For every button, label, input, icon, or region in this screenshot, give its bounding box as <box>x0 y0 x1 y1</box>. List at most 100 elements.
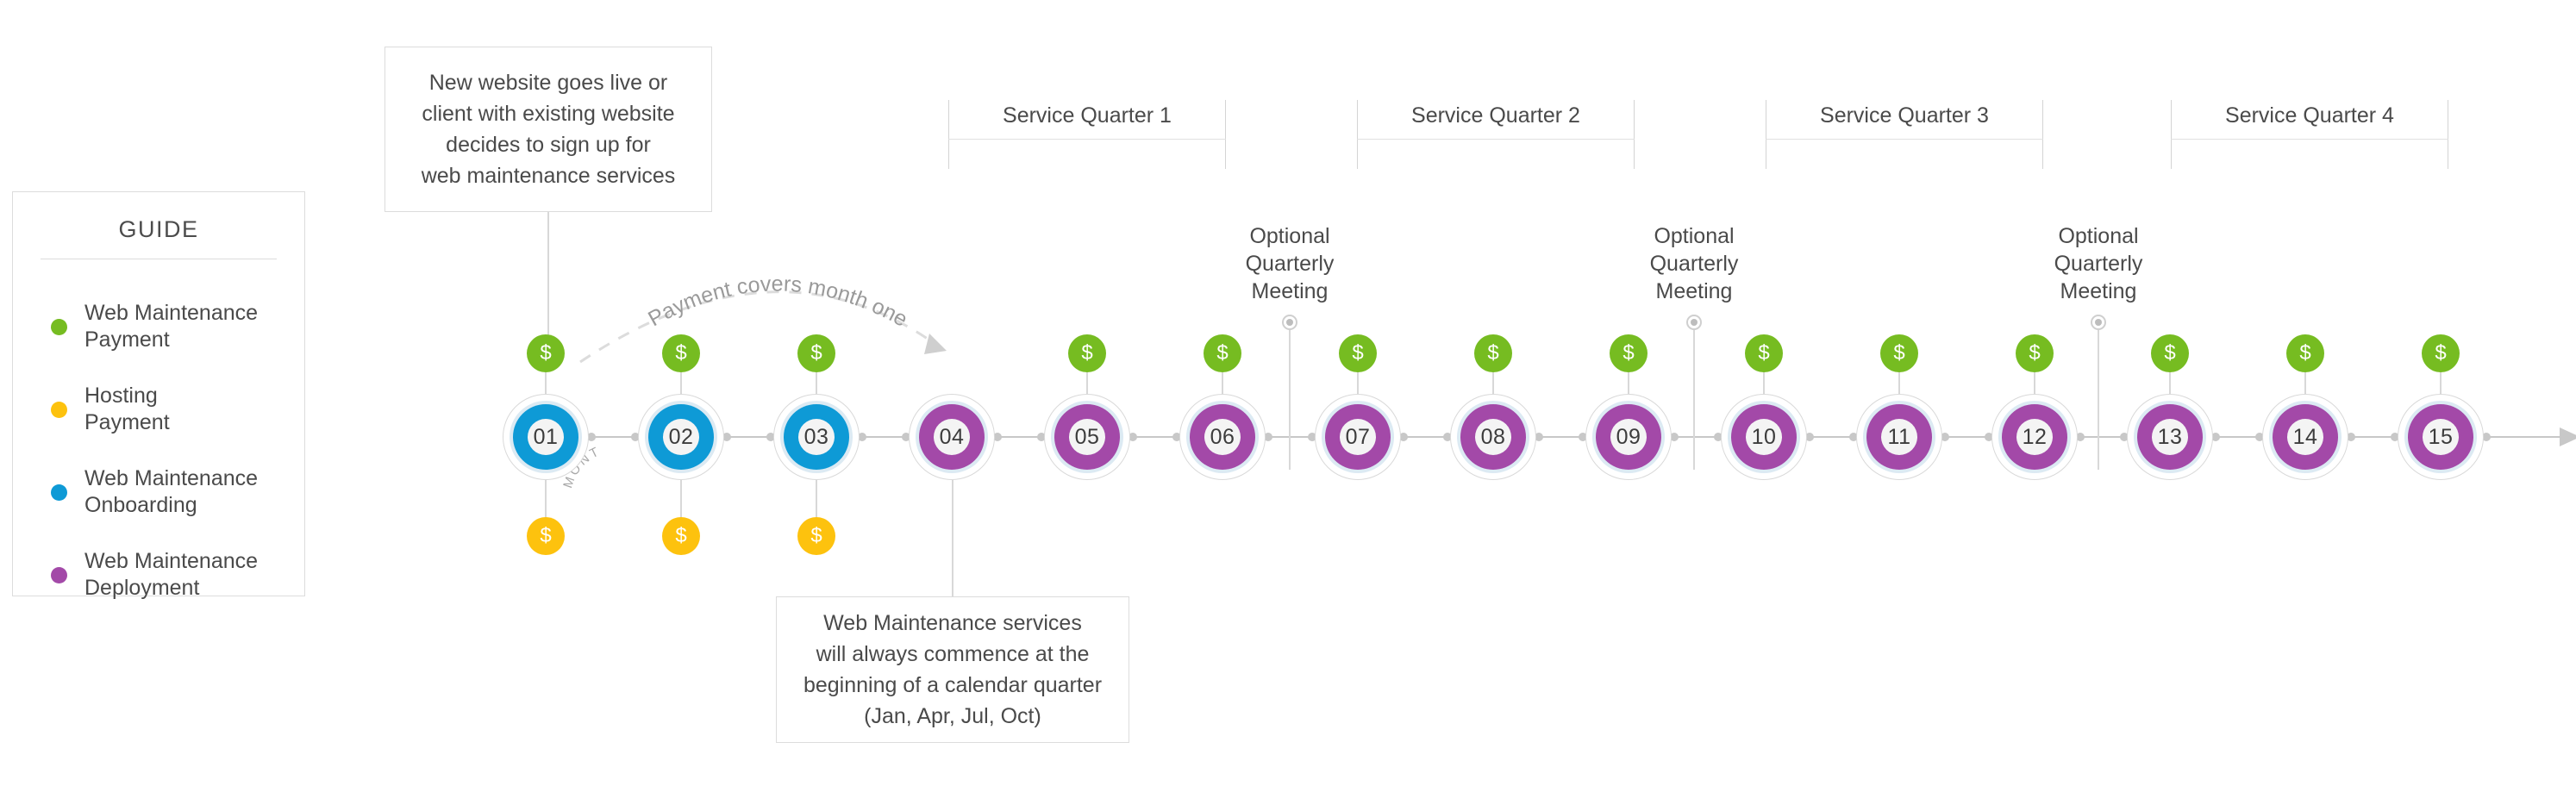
guide-item-label: Hosting Payment <box>84 384 170 434</box>
quarter-label: Service Quarter 2 <box>1411 103 1580 128</box>
dollar-icon: $ <box>1623 341 1635 365</box>
dollar-icon: $ <box>810 524 822 547</box>
node-core: 14 <box>2287 419 2323 455</box>
dollar-icon: $ <box>2299 341 2311 365</box>
quarter-bracket-left <box>2171 100 2172 169</box>
guide-item-web-maintenance-payment: Web Maintenance Payment <box>13 285 304 368</box>
quarter-bracket-left <box>948 100 949 169</box>
month-number: 08 <box>1480 424 1506 449</box>
quarter-bracket-left <box>1357 100 1358 169</box>
node-core: 05 <box>1069 419 1105 455</box>
callout-top-text: New website goes live or client with exi… <box>421 71 676 188</box>
node-core: 15 <box>2423 419 2459 455</box>
month-number: 12 <box>2022 424 2048 449</box>
month-number: 10 <box>1751 424 1777 449</box>
callout-new-website: New website goes live or client with exi… <box>385 47 712 212</box>
quarter-underline <box>948 139 1226 140</box>
maintenance-payment-badge-11[interactable]: $ <box>1880 334 1918 372</box>
month-number: 03 <box>803 424 829 449</box>
quarter-underline <box>1766 139 2043 140</box>
dollar-icon: $ <box>540 341 552 365</box>
month-node-06[interactable]: 06 <box>1179 394 1266 480</box>
dollar-icon: $ <box>2029 341 2041 365</box>
maintenance-payment-badge-05[interactable]: $ <box>1068 334 1106 372</box>
maintenance-payment-badge-14[interactable]: $ <box>2286 334 2324 372</box>
month-node-01[interactable]: 01 <box>503 394 589 480</box>
maintenance-payment-badge-02[interactable]: $ <box>662 334 700 372</box>
maintenance-payment-badge-06[interactable]: $ <box>1204 334 1241 372</box>
guide-item-web-maintenance-deployment: Web Maintenance Deployment <box>13 533 304 616</box>
month-node-03[interactable]: 03 <box>773 394 860 480</box>
month-number: 05 <box>1074 424 1100 449</box>
quarter-label: Service Quarter 1 <box>1003 103 1172 128</box>
month-number: 14 <box>2292 424 2318 449</box>
month-number: 06 <box>1210 424 1235 449</box>
meeting-marker-dot-1[interactable] <box>1282 315 1297 330</box>
maintenance-payment-badge-09[interactable]: $ <box>1610 334 1648 372</box>
month-number: 11 <box>1887 424 1911 449</box>
month-number: 02 <box>668 424 694 449</box>
dollar-icon: $ <box>540 524 552 547</box>
maintenance-payment-badge-15[interactable]: $ <box>2422 334 2460 372</box>
hosting-payment-badge-02[interactable]: $ <box>662 517 700 555</box>
node-core: 03 <box>798 419 835 455</box>
guide-item-web-maintenance-onboarding: Web Maintenance Onboarding <box>13 451 304 533</box>
dollar-icon: $ <box>810 341 822 365</box>
month-node-07[interactable]: 07 <box>1315 394 1401 480</box>
month-number: 01 <box>533 424 559 449</box>
quarter-underline <box>2171 139 2448 140</box>
node-core: 13 <box>2152 419 2188 455</box>
month-node-02[interactable]: 02 <box>638 394 724 480</box>
maintenance-payment-badge-13[interactable]: $ <box>2151 334 2189 372</box>
maintenance-payment-badge-07[interactable]: $ <box>1339 334 1377 372</box>
month-node-12[interactable]: 12 <box>1991 394 2078 480</box>
guide-title: GUIDE <box>118 216 199 242</box>
node-core: 10 <box>1746 419 1782 455</box>
service-quarter-1: Service Quarter 1 <box>948 100 1226 169</box>
month-node-04[interactable]: 04 <box>909 394 995 480</box>
maintenance-payment-badge-12[interactable]: $ <box>2016 334 2054 372</box>
month-node-09[interactable]: 09 <box>1585 394 1672 480</box>
optional-quarterly-meeting-label-2: Optional Quarterly Meeting <box>1649 224 1739 303</box>
maintenance-payment-badge-10[interactable]: $ <box>1745 334 1783 372</box>
node-core: 06 <box>1204 419 1241 455</box>
node-core: 07 <box>1340 419 1376 455</box>
node-core: 01 <box>528 419 564 455</box>
month-number: 15 <box>2428 424 2454 449</box>
month-node-10[interactable]: 10 <box>1721 394 1807 480</box>
node-core: 11 <box>1881 419 1917 455</box>
quarter-underline <box>1357 139 1635 140</box>
guide-color-dot-hosting-payment <box>51 401 67 418</box>
dollar-icon: $ <box>2164 341 2176 365</box>
meeting-marker-dot-2[interactable] <box>1686 315 1702 330</box>
node-core: 09 <box>1610 419 1647 455</box>
guide-color-dot-web-maintenance-deployment <box>51 566 67 583</box>
service-quarter-3: Service Quarter 3 <box>1766 100 2043 169</box>
dollar-icon: $ <box>1487 341 1499 365</box>
node-core: 02 <box>663 419 699 455</box>
guide-color-dot-web-maintenance-onboarding <box>51 483 67 501</box>
month-node-14[interactable]: 14 <box>2262 394 2348 480</box>
month-node-05[interactable]: 05 <box>1044 394 1130 480</box>
month-node-08[interactable]: 08 <box>1450 394 1536 480</box>
guide-item-label: Web Maintenance Deployment <box>84 549 259 600</box>
month-node-15[interactable]: 15 <box>2398 394 2484 480</box>
hosting-payment-badge-03[interactable]: $ <box>797 517 835 555</box>
quarter-bracket-right <box>2042 100 2043 169</box>
callout-bottom-text: Web Maintenance services will always com… <box>803 611 1103 728</box>
maintenance-payment-badge-08[interactable]: $ <box>1474 334 1512 372</box>
service-quarter-2: Service Quarter 2 <box>1357 100 1635 169</box>
maintenance-payment-badge-03[interactable]: $ <box>797 334 835 372</box>
month-node-13[interactable]: 13 <box>2127 394 2213 480</box>
maintenance-payment-badge-01[interactable]: $ <box>527 334 565 372</box>
optional-quarterly-meeting-label-1: Optional Quarterly Meeting <box>1245 224 1335 303</box>
optional-quarterly-meeting-label-3: Optional Quarterly Meeting <box>2054 224 2143 303</box>
dollar-icon: $ <box>1758 341 1770 365</box>
hosting-payment-badge-01[interactable]: $ <box>527 517 565 555</box>
month-number: 04 <box>939 424 965 449</box>
month-number: 09 <box>1616 424 1641 449</box>
dollar-icon: $ <box>1081 341 1093 365</box>
meeting-marker-dot-3[interactable] <box>2091 315 2106 330</box>
month-node-11[interactable]: 11 <box>1856 394 1942 480</box>
